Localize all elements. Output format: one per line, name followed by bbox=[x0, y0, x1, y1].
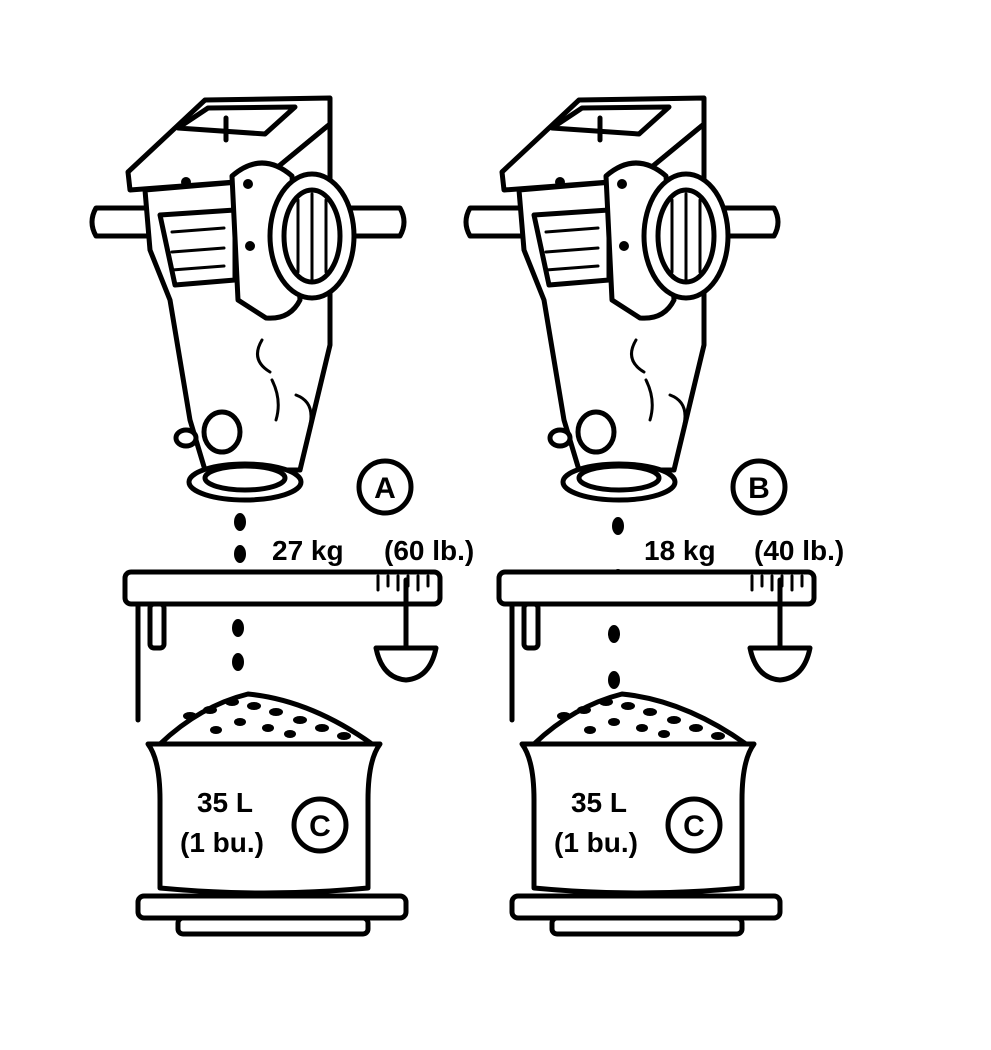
weight-metric-a: 27 kg bbox=[272, 535, 344, 566]
container-callout-a: C bbox=[309, 810, 331, 843]
seed-meter-a bbox=[92, 98, 404, 500]
container-callout-b: C bbox=[683, 810, 705, 843]
callout-circle-a bbox=[356, 458, 414, 516]
seed-meter-b bbox=[466, 98, 778, 500]
weight-imperial-b: (40 lb.) bbox=[754, 535, 844, 566]
weight-imperial-a: (60 lb.) bbox=[384, 535, 474, 566]
callout-b: B bbox=[748, 472, 770, 505]
panel-b: B 18 kg (40 lb.) 35 L (1 bu.) C bbox=[466, 98, 844, 934]
volume-imperial-b: (1 bu.) bbox=[554, 827, 638, 858]
seed-container-b bbox=[512, 694, 780, 934]
callout-circle-b bbox=[730, 458, 788, 516]
seed-container-a bbox=[138, 694, 406, 934]
volume-metric-b: 35 L bbox=[571, 787, 627, 818]
volume-metric-a: 35 L bbox=[197, 787, 253, 818]
callout-a: A bbox=[374, 472, 396, 505]
panel-a: A 27 kg (60 lb.) 35 L (1 bu.) C bbox=[92, 98, 474, 934]
volume-imperial-a: (1 bu.) bbox=[180, 827, 264, 858]
weight-metric-b: 18 kg bbox=[644, 535, 716, 566]
